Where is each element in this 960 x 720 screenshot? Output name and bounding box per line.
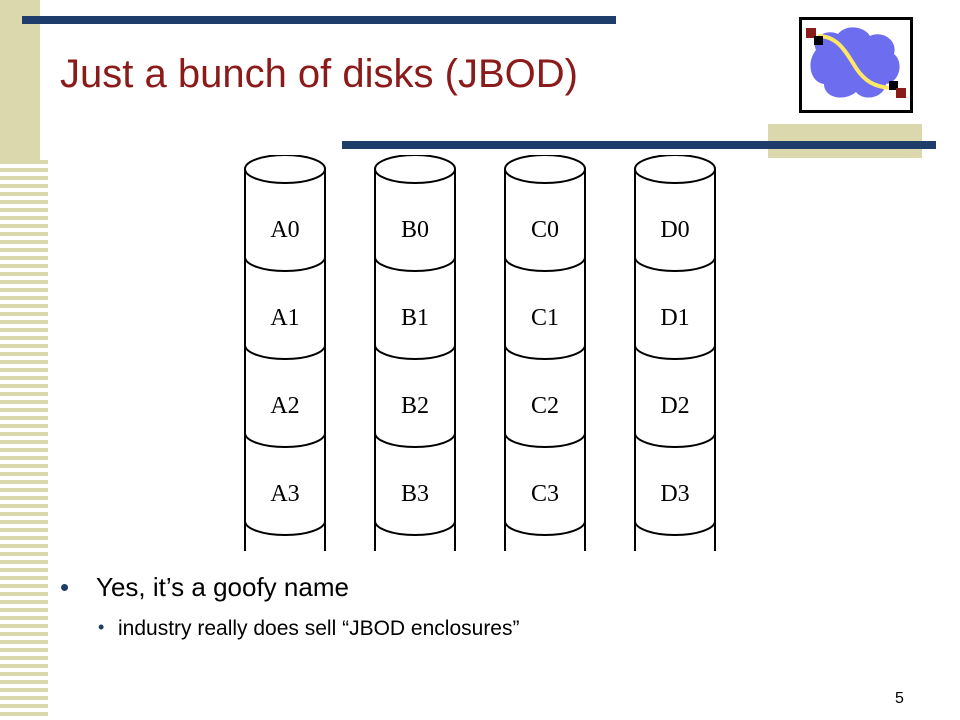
page-number: 5 xyxy=(895,690,904,707)
block-separator xyxy=(244,344,326,360)
block-separator xyxy=(504,256,586,272)
block-label: B1 xyxy=(401,305,429,331)
block-separator xyxy=(634,344,716,360)
disk-top-cap xyxy=(504,155,586,184)
bullet-list: Yes, it’s a goofy name industry really d… xyxy=(60,572,519,641)
left-decorative-strip xyxy=(0,160,48,720)
block-label: B0 xyxy=(401,217,429,243)
block-label: A3 xyxy=(270,481,299,507)
block-separator xyxy=(634,432,716,448)
block-label: C3 xyxy=(531,481,559,507)
disk-top-cap xyxy=(244,155,326,184)
block-label: D2 xyxy=(660,393,689,419)
block-label: C0 xyxy=(531,217,559,243)
tan-accent-vertical xyxy=(0,0,40,160)
block-separator xyxy=(374,520,456,536)
block-separator xyxy=(504,432,586,448)
bullet-level2: industry really does sell “JBOD enclosur… xyxy=(60,617,519,641)
network-cloud-logo xyxy=(799,17,913,113)
block-label: B3 xyxy=(401,481,429,507)
block-separator xyxy=(374,256,456,272)
top-accent-bar xyxy=(22,16,616,24)
block-label: A0 xyxy=(270,217,299,243)
bullet-level1: Yes, it’s a goofy name xyxy=(60,572,519,603)
block-separator xyxy=(374,344,456,360)
block-separator xyxy=(244,520,326,536)
mid-accent-bar xyxy=(342,141,936,149)
block-label: D0 xyxy=(660,217,689,243)
block-separator xyxy=(244,256,326,272)
block-label: A2 xyxy=(270,393,299,419)
block-separator xyxy=(504,344,586,360)
block-separator xyxy=(634,256,716,272)
slide-title: Just a bunch of disks (JBOD) xyxy=(60,52,578,96)
disk-top-cap xyxy=(634,155,716,184)
block-separator xyxy=(244,432,326,448)
block-label: A1 xyxy=(270,305,299,331)
block-label: D1 xyxy=(660,305,689,331)
block-separator xyxy=(374,432,456,448)
block-separator xyxy=(634,520,716,536)
disk-top-cap xyxy=(374,155,456,184)
cloud-icon xyxy=(806,27,906,98)
block-separator xyxy=(504,520,586,536)
block-label: C1 xyxy=(531,305,559,331)
block-label: D3 xyxy=(660,481,689,507)
block-label: C2 xyxy=(531,393,559,419)
block-label: B2 xyxy=(401,393,429,419)
